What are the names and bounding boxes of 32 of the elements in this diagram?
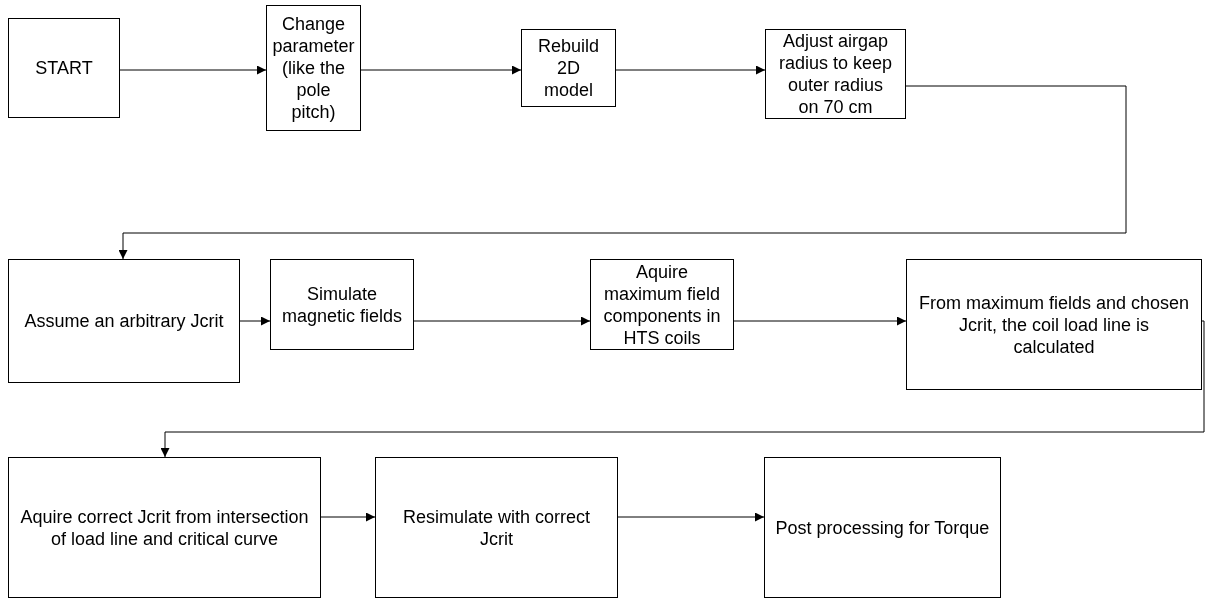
step-text: Change parameter (like the pole pitch) xyxy=(272,13,355,123)
arrow xyxy=(118,85,1127,260)
step-text: Simulate magnetic fields xyxy=(281,282,403,327)
step-text: From maximum fields and chosen Jcrit, the coil load line is calculated xyxy=(917,291,1191,358)
arrow xyxy=(617,512,765,522)
process-box xyxy=(906,259,1202,390)
arrow xyxy=(160,320,1205,458)
step-text: Aquire maximum field components in HTS coils xyxy=(602,260,722,349)
process-box xyxy=(266,5,361,131)
process-box xyxy=(270,259,414,350)
arrow xyxy=(615,65,766,75)
process-box xyxy=(8,18,120,118)
step-text: Adjust airgap radius to keep outer radius on 70 cm xyxy=(777,30,894,118)
process-box xyxy=(8,259,240,383)
arrow xyxy=(239,316,271,326)
step-text: Post processing for Torque xyxy=(775,516,990,539)
arrow xyxy=(320,512,376,522)
arrow xyxy=(119,65,267,75)
process-box xyxy=(8,457,321,598)
step-text: Rebuild 2D model xyxy=(536,35,600,101)
process-box xyxy=(375,457,618,598)
step-text: Resimulate with correct Jcrit xyxy=(401,505,592,550)
arrow xyxy=(360,65,522,75)
step-text: Aquire correct Jcrit from intersection of load line and critical curve xyxy=(19,505,310,550)
arrow xyxy=(733,316,907,326)
process-box xyxy=(764,457,1001,598)
process-box xyxy=(765,29,906,119)
step-text: Assume an arbitrary Jcrit xyxy=(24,310,224,332)
process-box xyxy=(521,29,616,107)
process-box xyxy=(590,259,734,350)
step-text: START xyxy=(35,57,93,79)
arrow xyxy=(413,316,591,326)
